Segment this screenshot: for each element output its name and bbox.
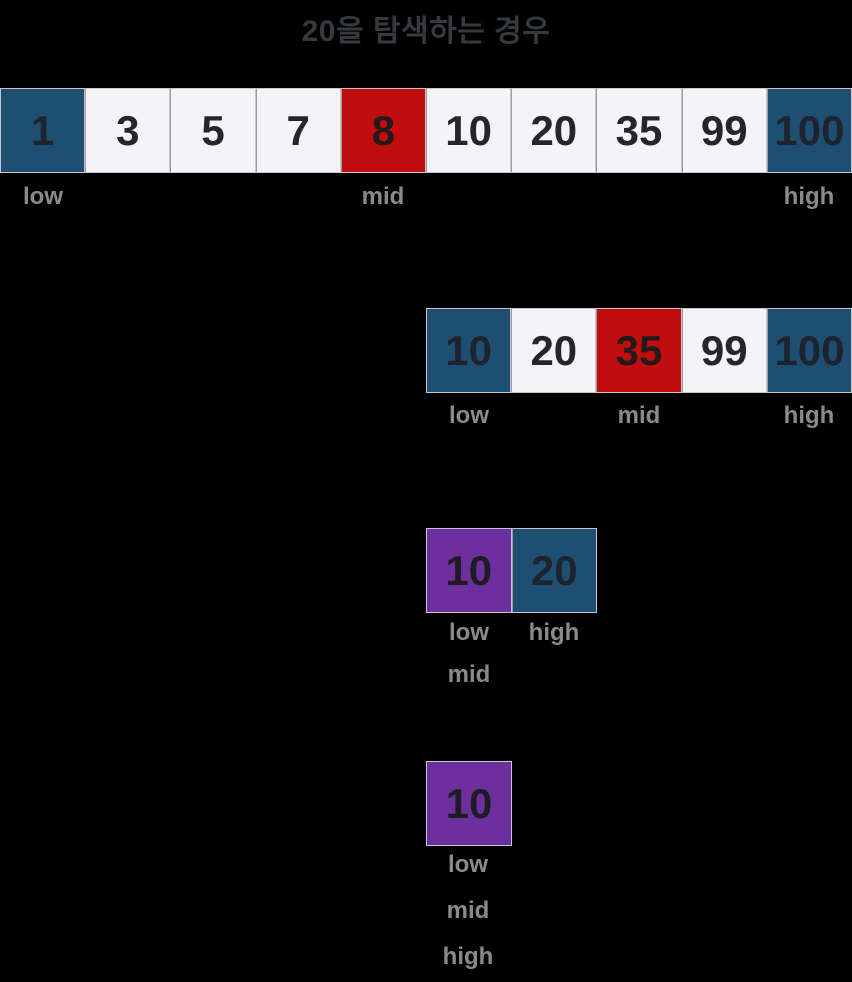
pointer-label-mid: mid: [446, 897, 490, 924]
array-step-4: 10: [426, 761, 512, 846]
pointer-label-high: high: [528, 619, 580, 646]
array-cell: 20: [511, 308, 597, 393]
diagram-title: 20을 탐색하는 경우: [301, 15, 551, 48]
array-cell: 10: [426, 761, 512, 846]
array-cell: 100: [766, 308, 852, 393]
array-step-2: 10 20 35 99 100: [426, 308, 852, 393]
array-step-3: 10 20: [426, 528, 597, 613]
pointer-label-mid: mid: [617, 402, 661, 429]
pointer-label-high: high: [783, 183, 835, 210]
array-cell: 5: [170, 88, 256, 173]
array-step-1: 1 3 5 7 8 10 20 35 99 100: [0, 88, 852, 173]
array-cell: 7: [255, 88, 341, 173]
array-cell: 20: [511, 88, 597, 173]
array-cell: 10: [426, 528, 512, 613]
array-cell: 35: [596, 308, 682, 393]
pointer-label-mid: mid: [361, 183, 405, 210]
array-cell: 3: [85, 88, 171, 173]
pointer-label-high: high: [783, 402, 835, 429]
array-cell: 1: [0, 88, 86, 173]
array-cell: 99: [681, 88, 767, 173]
array-cell: 8: [340, 88, 427, 173]
array-cell: 100: [766, 88, 852, 173]
pointer-label-low: low: [23, 183, 63, 210]
pointer-label-high: high: [442, 943, 494, 970]
pointer-label-low: low: [448, 851, 488, 878]
array-cell: 35: [596, 88, 682, 173]
pointer-label-low: low: [449, 402, 489, 429]
array-cell: 10: [426, 88, 512, 173]
pointer-label-low: low: [449, 619, 489, 646]
pointer-label-mid: mid: [447, 661, 491, 688]
array-cell: 20: [511, 528, 597, 613]
array-cell: 99: [681, 308, 767, 393]
array-cell: 10: [426, 308, 512, 393]
